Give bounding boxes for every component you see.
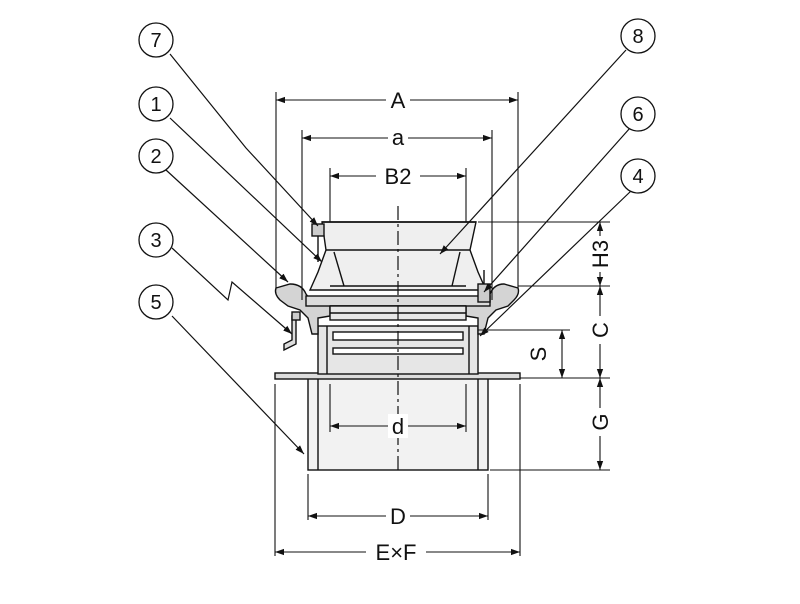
dimension-labels: A a B2 d D E×F H3 C G S bbox=[376, 88, 613, 565]
label-d: d bbox=[392, 414, 404, 439]
svg-text:5: 5 bbox=[150, 292, 161, 314]
callouts: 7 1 2 3 5 8 6 4 bbox=[138, 18, 656, 320]
svg-text:2: 2 bbox=[150, 146, 161, 168]
label-C: C bbox=[588, 322, 613, 338]
callout-3: 3 bbox=[138, 222, 174, 258]
svg-text:6: 6 bbox=[632, 104, 643, 126]
svg-text:1: 1 bbox=[150, 94, 161, 116]
label-ExF: E×F bbox=[376, 540, 417, 565]
right-flange bbox=[465, 283, 520, 335]
svg-text:8: 8 bbox=[632, 26, 643, 48]
extension-lines bbox=[274, 92, 610, 556]
svg-text:4: 4 bbox=[632, 166, 643, 188]
callout-8: 8 bbox=[620, 18, 656, 54]
callout-7: 7 bbox=[138, 22, 174, 58]
callout-leaders bbox=[165, 49, 633, 455]
svg-text:3: 3 bbox=[150, 230, 161, 252]
label-a: a bbox=[392, 125, 405, 150]
label-S: S bbox=[526, 347, 551, 362]
label-A: A bbox=[391, 88, 406, 113]
label-B2: B2 bbox=[385, 164, 412, 189]
callout-5: 5 bbox=[138, 284, 174, 320]
left-flange bbox=[274, 283, 331, 335]
label-H3: H3 bbox=[588, 240, 613, 268]
callout-6: 6 bbox=[620, 96, 656, 132]
svg-text:7: 7 bbox=[150, 30, 161, 52]
callout-4: 4 bbox=[620, 158, 656, 194]
callout-1: 1 bbox=[138, 86, 174, 122]
label-G: G bbox=[588, 413, 613, 430]
callout-2: 2 bbox=[138, 138, 174, 174]
label-D: D bbox=[390, 504, 406, 529]
